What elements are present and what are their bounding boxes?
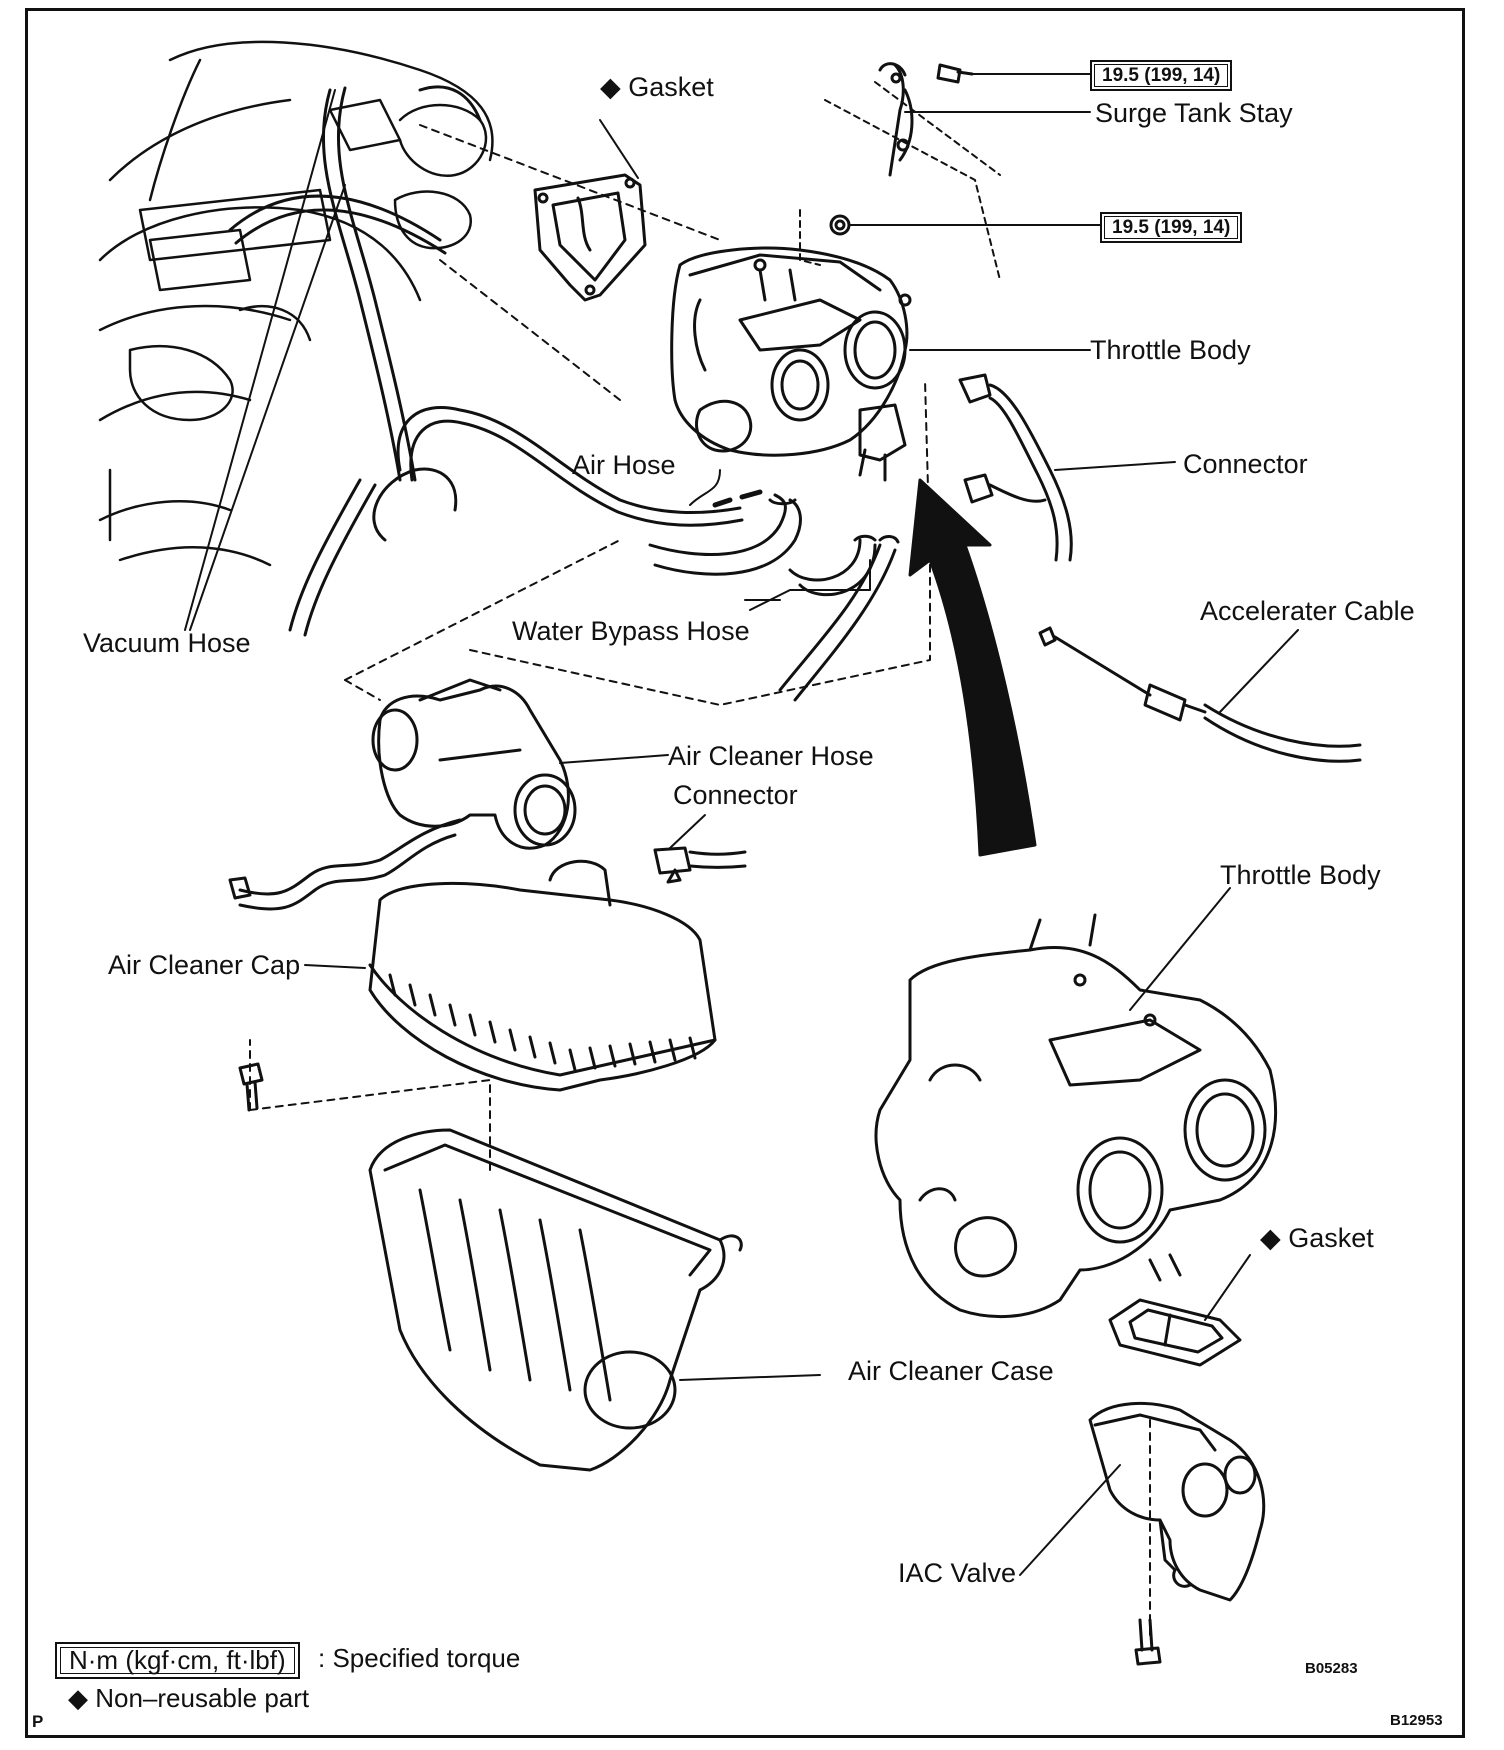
assembly-arrow [908, 478, 1037, 857]
air-hose-illustration [396, 406, 763, 527]
accelerater-cable-illustration [1038, 626, 1362, 763]
gasket-detail-illustration [1108, 1254, 1251, 1367]
legend-torque-desc: : Specified torque [318, 1643, 521, 1673]
air-cleaner-hose-illustration [228, 678, 669, 911]
iac-valve-label: IAC Valve [898, 1558, 1017, 1588]
gasket-detail-label: ◆ Gasket [1260, 1223, 1374, 1253]
vacuum-hose-illustration [184, 85, 482, 637]
iac-valve-illustration [1019, 1401, 1266, 1666]
legend-torque-unit: N·m (kgf·cm, ft·lbf) [55, 1642, 300, 1679]
air-cleaner-cap-label: Air Cleaner Cap [108, 950, 301, 980]
connector-mid-label: Connector [673, 780, 798, 810]
figure-code-1: B05283 [1305, 1660, 1358, 1677]
air-cleaner-cap-illustration [304, 859, 717, 1092]
throttle-body-top-illustration [670, 246, 912, 482]
legend-nonreusable: ◆ Non–reusable part [68, 1683, 310, 1713]
water-bypass-hose-illustration [648, 493, 900, 702]
throttle-body-top-label: Throttle Body [1090, 335, 1251, 365]
air-cleaner-case-illustration [368, 1128, 821, 1472]
accelerater-cable-label: Accelerater Cable [1200, 596, 1415, 626]
surge-tank-stay-illustration [799, 62, 1001, 281]
air-hose-label: Air Hose [572, 450, 676, 480]
dashed-guide-lines [249, 124, 1151, 1641]
gasket-top-illustration [533, 119, 647, 302]
air-cleaner-hose-label: Air Cleaner Hose [668, 741, 874, 771]
surge-tank-stay-label: Surge Tank Stay [1095, 98, 1293, 128]
torque-spec-1: 19.5 (199, 14) [1090, 60, 1233, 91]
figure-code-2: B12953 [1390, 1712, 1443, 1729]
throttle-body-detail-label: Throttle Body [1220, 860, 1381, 890]
connector-wiring-illustration [958, 373, 1176, 562]
connector-top-label: Connector [1183, 449, 1308, 479]
vacuum-hose-label: Vacuum Hose [83, 628, 251, 658]
water-bypass-hose-label: Water Bypass Hose [512, 616, 750, 646]
air-cleaner-case-label: Air Cleaner Case [848, 1356, 1054, 1386]
label-leader-lines [744, 73, 1101, 601]
corner-mark: P [32, 1712, 44, 1731]
throttle-body-detail-illustration [874, 887, 1278, 1318]
intake-manifold-illustration [98, 40, 494, 567]
torque-spec-2: 19.5 (199, 14) [1100, 212, 1243, 243]
diagram-frame [25, 8, 1465, 1738]
gasket-top-label: ◆ Gasket [600, 72, 714, 102]
connector-mid-illustration [653, 814, 747, 884]
bolt-left-illustration [238, 1062, 264, 1112]
